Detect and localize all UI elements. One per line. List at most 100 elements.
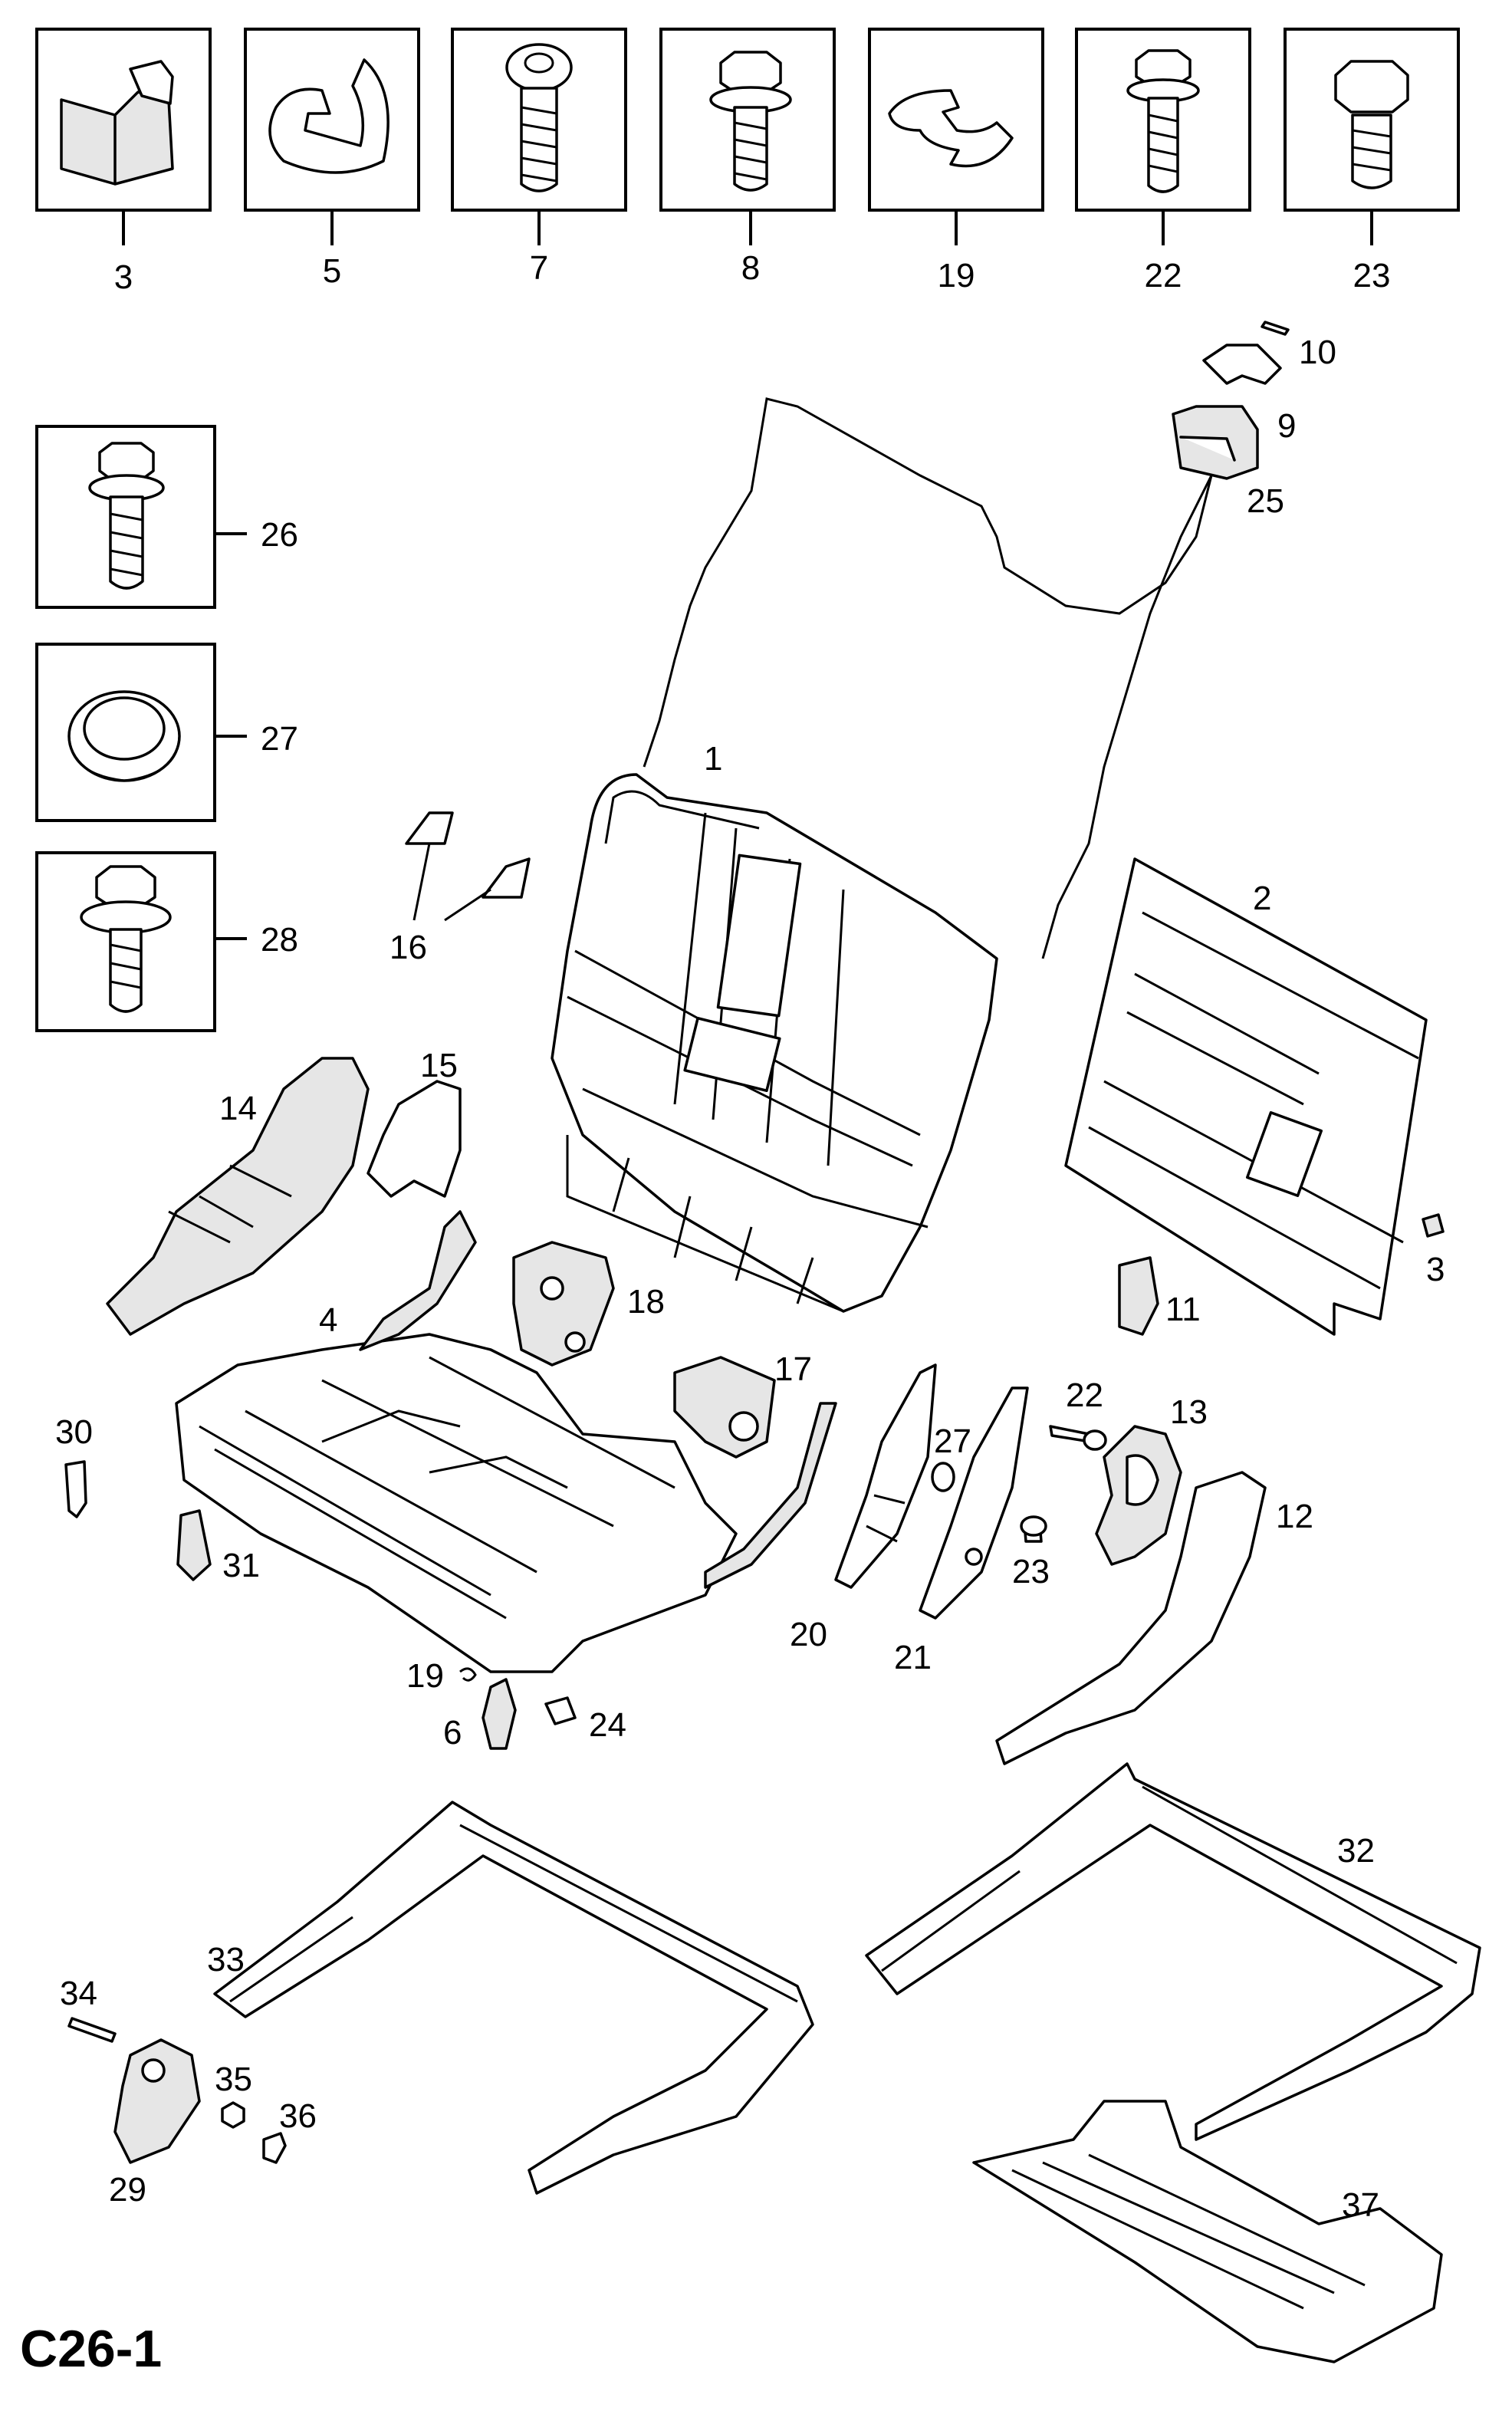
short-bolt-head-icon: [1334, 60, 1409, 113]
nut-35[interactable]: [221, 2101, 245, 2129]
thumb-label: 7: [530, 249, 548, 287]
frame-32[interactable]: [865, 1762, 1481, 2141]
clip-19[interactable]: [459, 1667, 477, 1682]
bracket-29[interactable]: [113, 2038, 201, 2164]
thumb-19[interactable]: 19: [868, 28, 1044, 294]
side-trim-14[interactable]: [106, 1057, 370, 1336]
callout-33[interactable]: 33: [207, 1941, 245, 1978]
pin-24[interactable]: [544, 1696, 577, 1725]
callout-22[interactable]: 22: [1066, 1377, 1103, 1414]
callout-24[interactable]: 24: [589, 1706, 626, 1744]
thumb-22[interactable]: 22: [1075, 28, 1251, 294]
thumb-label: 22: [1145, 257, 1182, 294]
thumb-8[interactable]: 8: [659, 28, 836, 287]
thumb-28[interactable]: 28: [35, 851, 298, 1032]
thumb-27[interactable]: 27: [35, 643, 298, 822]
thumb-5[interactable]: 5: [244, 28, 420, 290]
callout-37[interactable]: 37: [1342, 2186, 1379, 2224]
cover-icon: [482, 857, 531, 899]
thumb-26[interactable]: 26: [35, 425, 298, 609]
bracket-icon: [176, 1509, 212, 1581]
callout-14[interactable]: 14: [219, 1090, 257, 1127]
callout-labels: 1 2 3 4 6 9 10 11 12 13 14 15 16 17 18 1…: [55, 334, 1445, 2224]
recliner-21[interactable]: [919, 1386, 1029, 1620]
flange-bolt-head-icon: [98, 442, 155, 482]
callout-32[interactable]: 32: [1337, 1832, 1375, 1870]
trim-12[interactable]: [995, 1471, 1267, 1765]
bracket-icon: [113, 2038, 201, 2164]
callout-23[interactable]: 23: [1012, 1553, 1050, 1590]
callout-15[interactable]: 15: [420, 1047, 458, 1084]
thumb-label: 19: [938, 257, 975, 294]
callout-21[interactable]: 21: [894, 1639, 932, 1676]
thumb-7[interactable]: 7: [451, 28, 627, 287]
clip-3[interactable]: [1422, 1213, 1445, 1238]
cover-13[interactable]: [1095, 1425, 1182, 1566]
callout-19[interactable]: 19: [406, 1657, 444, 1695]
thumb-3[interactable]: 3: [35, 28, 212, 296]
thumb-label: 28: [261, 921, 298, 959]
seat-back-panel-2[interactable]: [1064, 857, 1428, 1336]
hinge-17[interactable]: [673, 1356, 776, 1459]
thumb-23[interactable]: 23: [1284, 28, 1460, 294]
clip-11[interactable]: [1118, 1256, 1159, 1336]
washer-27[interactable]: [931, 1462, 955, 1492]
bolt-23[interactable]: [1020, 1515, 1047, 1543]
thumb-label: 5: [323, 252, 341, 290]
callout-34[interactable]: 34: [60, 1975, 97, 2012]
callout-31[interactable]: 31: [222, 1547, 260, 1584]
e-clip-icon: [888, 89, 1014, 168]
callout-2[interactable]: 2: [1253, 880, 1271, 917]
retaining-clip-icon: [268, 58, 390, 174]
screw-head-icon: [505, 43, 573, 92]
callout-18[interactable]: 18: [627, 1283, 665, 1321]
callout-20[interactable]: 20: [790, 1616, 827, 1653]
release-cable-25[interactable]: [643, 397, 1259, 959]
callout-17[interactable]: 17: [774, 1350, 812, 1388]
clip-icon: [1118, 1256, 1159, 1336]
cover-15[interactable]: [366, 1080, 462, 1198]
callout-29[interactable]: 29: [109, 2171, 146, 2209]
callout-3[interactable]: 3: [1426, 1251, 1445, 1288]
thumb-label: 3: [114, 258, 133, 296]
seat-cushion-frame-4[interactable]: [175, 1210, 738, 1673]
callout-16[interactable]: 16: [390, 929, 427, 966]
bolt-shank-icon: [109, 495, 144, 590]
pin-icon: [544, 1696, 577, 1725]
bolt-34[interactable]: [67, 2017, 117, 2043]
recliner-20[interactable]: [834, 1363, 937, 1589]
bracket-31[interactable]: [176, 1509, 212, 1581]
callout-13[interactable]: 13: [1170, 1393, 1208, 1431]
callout-25[interactable]: 25: [1247, 482, 1284, 520]
frame-33[interactable]: [213, 1801, 814, 2195]
lever-6[interactable]: [482, 1678, 517, 1750]
callout-12[interactable]: 12: [1276, 1498, 1313, 1535]
callout-1[interactable]: 1: [704, 740, 722, 778]
seat-back-frame-1[interactable]: [551, 773, 998, 1313]
callout-11[interactable]: 11: [1165, 1291, 1201, 1328]
callout-4[interactable]: 4: [319, 1301, 337, 1339]
bolt-36[interactable]: [262, 2132, 287, 2164]
callout-36[interactable]: 36: [279, 2097, 317, 2135]
bolt-shank-icon: [109, 928, 143, 1013]
callout-6[interactable]: 6: [443, 1714, 462, 1752]
screw-shank-icon: [520, 87, 558, 192]
bracket-30[interactable]: [64, 1460, 87, 1518]
thumbnail-row: 3 5 7 8: [35, 28, 1460, 296]
hinge-18[interactable]: [512, 1241, 615, 1367]
nut-icon: [221, 2101, 245, 2129]
trim-strip[interactable]: [704, 1402, 837, 1589]
callout-30[interactable]: 30: [55, 1413, 93, 1451]
callout-10[interactable]: 10: [1299, 334, 1336, 371]
callout-27[interactable]: 27: [934, 1423, 971, 1460]
trim-covers-16[interactable]: [405, 811, 531, 922]
callout-9[interactable]: 9: [1277, 407, 1296, 445]
bolt-icon: [262, 2132, 287, 2164]
tray-37[interactable]: [972, 2100, 1443, 2363]
callout-35[interactable]: 35: [215, 2061, 252, 2098]
part-10[interactable]: [1202, 321, 1290, 385]
flange-bolt-head-icon: [1135, 49, 1192, 86]
thumb-label: 8: [741, 249, 760, 287]
bolt-22[interactable]: [1049, 1425, 1107, 1451]
